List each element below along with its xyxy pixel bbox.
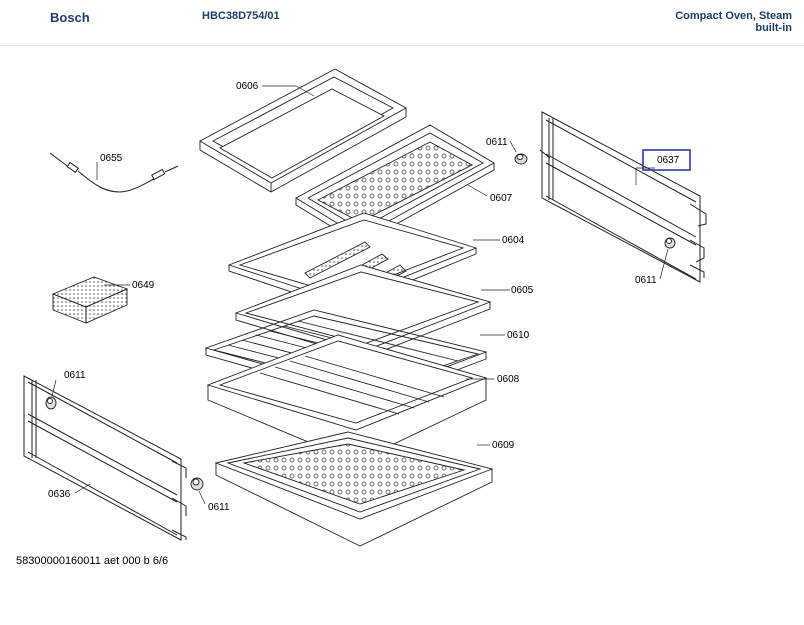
- model-number: HBC38D754/01: [202, 10, 280, 22]
- label-0611-top: 0611: [486, 137, 508, 148]
- label-0649: 0649: [132, 280, 155, 291]
- label-0611-left: 0611: [64, 370, 86, 381]
- part-0609-perforated-pan[interactable]: [214, 431, 494, 547]
- part-0607-perforated-tray[interactable]: [295, 124, 495, 245]
- label-0636: 0636: [48, 489, 71, 500]
- document-code: 58300000160011 aet 000 b 6/6: [16, 555, 169, 567]
- label-0605: 0605: [511, 285, 534, 296]
- label-0607: 0607: [490, 193, 513, 204]
- label-0611-bottom: 0611: [208, 502, 230, 513]
- part-0636-left-side-rail[interactable]: [23, 375, 187, 541]
- part-0608-tray[interactable]: [206, 334, 488, 463]
- product-description: Compact Oven, Steam built-in: [675, 10, 792, 34]
- part-0611-knob-left[interactable]: [45, 396, 57, 410]
- description-line-1: Compact Oven, Steam: [675, 10, 792, 22]
- part-0611-knob-right[interactable]: [664, 237, 676, 249]
- page-header: Bosch HBC38D754/01 Compact Oven, Steam b…: [0, 0, 804, 46]
- label-0655: 0655: [100, 153, 123, 164]
- label-0608: 0608: [497, 374, 520, 385]
- label-0637: 0637: [657, 155, 680, 166]
- label-0610: 0610: [507, 330, 530, 341]
- label-0606: 0606: [236, 81, 259, 92]
- highlight-box-0637: [642, 149, 691, 171]
- part-0611-knob-bottom[interactable]: [190, 477, 204, 491]
- brand-name: Bosch: [50, 10, 90, 25]
- description-line-2: built-in: [755, 22, 792, 34]
- part-0655-temperature-probe[interactable]: [49, 152, 179, 193]
- part-0611-knob-top[interactable]: [514, 153, 528, 165]
- part-0649-sponge[interactable]: [51, 276, 129, 324]
- label-0604: 0604: [502, 235, 525, 246]
- label-0611-right: 0611: [635, 275, 657, 286]
- part-0637-right-side-rail[interactable]: [539, 111, 707, 283]
- label-0609: 0609: [492, 440, 515, 451]
- part-0606-deep-tray[interactable]: [199, 68, 407, 193]
